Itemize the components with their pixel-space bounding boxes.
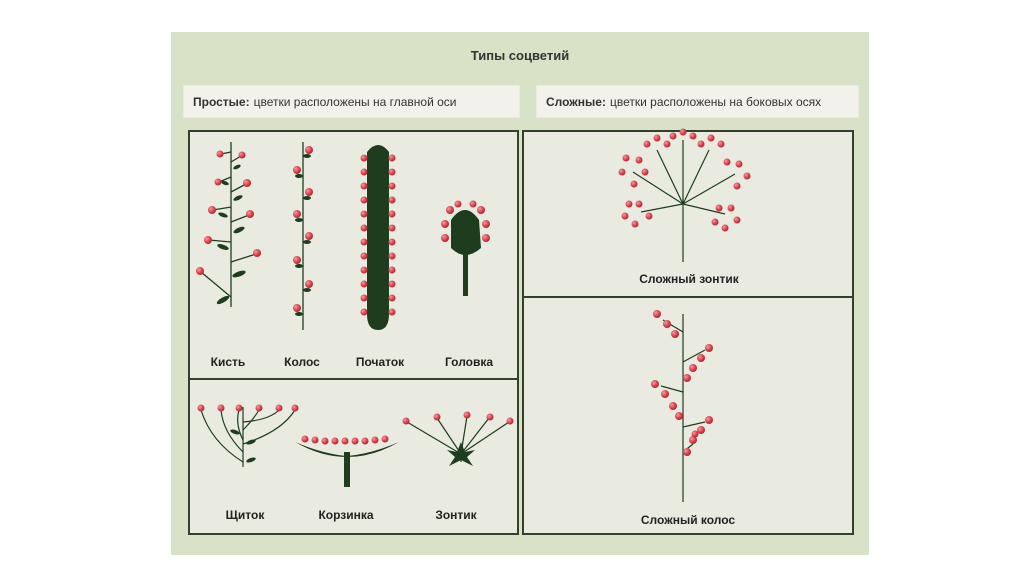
complex-header: Сложные: цветки расположены на боковых о… [536, 85, 859, 118]
raceme-leaves [216, 164, 246, 305]
raceme-drawing [200, 142, 257, 307]
complex-header-text: цветки расположены на боковых осях [609, 94, 822, 109]
label-golovka: Головка [444, 355, 494, 369]
label-shchitok: Щиток [225, 508, 265, 522]
simple-header-text: цветки расположены на главной оси [253, 94, 457, 109]
page-title: Типы соцветий [470, 48, 570, 63]
label-slozhny-zontik: Сложный зонтик [639, 272, 739, 286]
corymb-drawing [197, 404, 299, 467]
spike-drawing [293, 142, 313, 330]
compound-umbel-drawing [618, 128, 751, 262]
label-kist: Кисть [210, 355, 246, 369]
label-korzinka: Корзинка [318, 508, 374, 522]
umbel-drawing [402, 411, 514, 466]
label-kolos: Колос [284, 355, 320, 369]
spadix-drawing [360, 145, 396, 330]
complex-header-bold: Сложные: [546, 94, 606, 109]
label-pochatok: Початок [355, 355, 405, 369]
label-slozhny-kolos: Сложный колос [640, 513, 736, 527]
label-zontik: Зонтик [435, 508, 477, 522]
raceme-flowers [196, 150, 261, 275]
simple-header: Простые: цветки расположены на главной о… [183, 85, 520, 118]
complex-top-box [522, 130, 854, 298]
capitulum-drawing [295, 435, 399, 487]
compound-spike-drawing [651, 310, 713, 502]
inflorescence-types-panel: Типы соцветий Простые: цветки расположен… [171, 32, 869, 555]
head-drawing [441, 200, 490, 296]
simple-header-bold: Простые: [193, 94, 250, 109]
inflorescence-drawings [196, 128, 751, 502]
complex-bottom-box [522, 296, 854, 535]
